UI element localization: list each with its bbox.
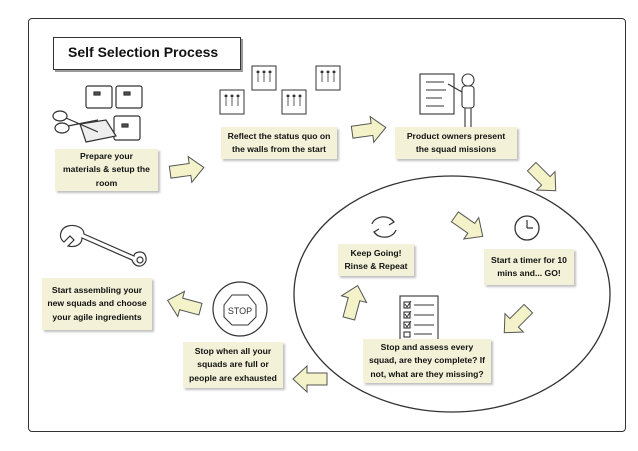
checklist-icon: [399, 295, 439, 341]
step-start-timer: Start a timer for 10 mins and... GO!: [484, 249, 574, 285]
arrow-6: [335, 281, 371, 323]
people-posters-icon: [219, 65, 341, 115]
step-product-owners-present: Product owners present the squad mission…: [395, 127, 517, 159]
page-title: Self Selection Process: [68, 44, 219, 60]
arrow-8: [163, 287, 205, 323]
arrow-4: [446, 205, 491, 248]
step-stop-when-full: Stop when all your squads are full or pe…: [183, 342, 283, 388]
clock-icon: [514, 215, 540, 241]
arrow-5: [494, 298, 539, 343]
step-prepare-materials: Prepare your materials & setup the room: [55, 149, 158, 191]
arrow-3: [521, 156, 566, 201]
cycle-arrows-icon: [371, 216, 397, 238]
step-stop-and-assess: Stop and assess every squad, are they co…: [363, 339, 491, 383]
arrow-1: [167, 154, 207, 186]
wrench-icon: [59, 224, 147, 267]
step-reflect-status-quo: Reflect the status quo on the walls from…: [221, 127, 337, 159]
arrow-2: [349, 114, 389, 146]
presenter-icon: [419, 73, 475, 130]
stop-sign-text: STOP: [228, 306, 252, 316]
stop-sign-icon: STOP: [212, 281, 268, 337]
step-keep-going: Keep Going! Rinse & Repeat: [338, 244, 414, 276]
scissors-icon: [52, 85, 143, 143]
title-box: Self Selection Process: [53, 37, 241, 70]
arrow-7: [292, 365, 328, 393]
step-assemble-squads: Start assembling your new squads and cho…: [42, 278, 152, 330]
